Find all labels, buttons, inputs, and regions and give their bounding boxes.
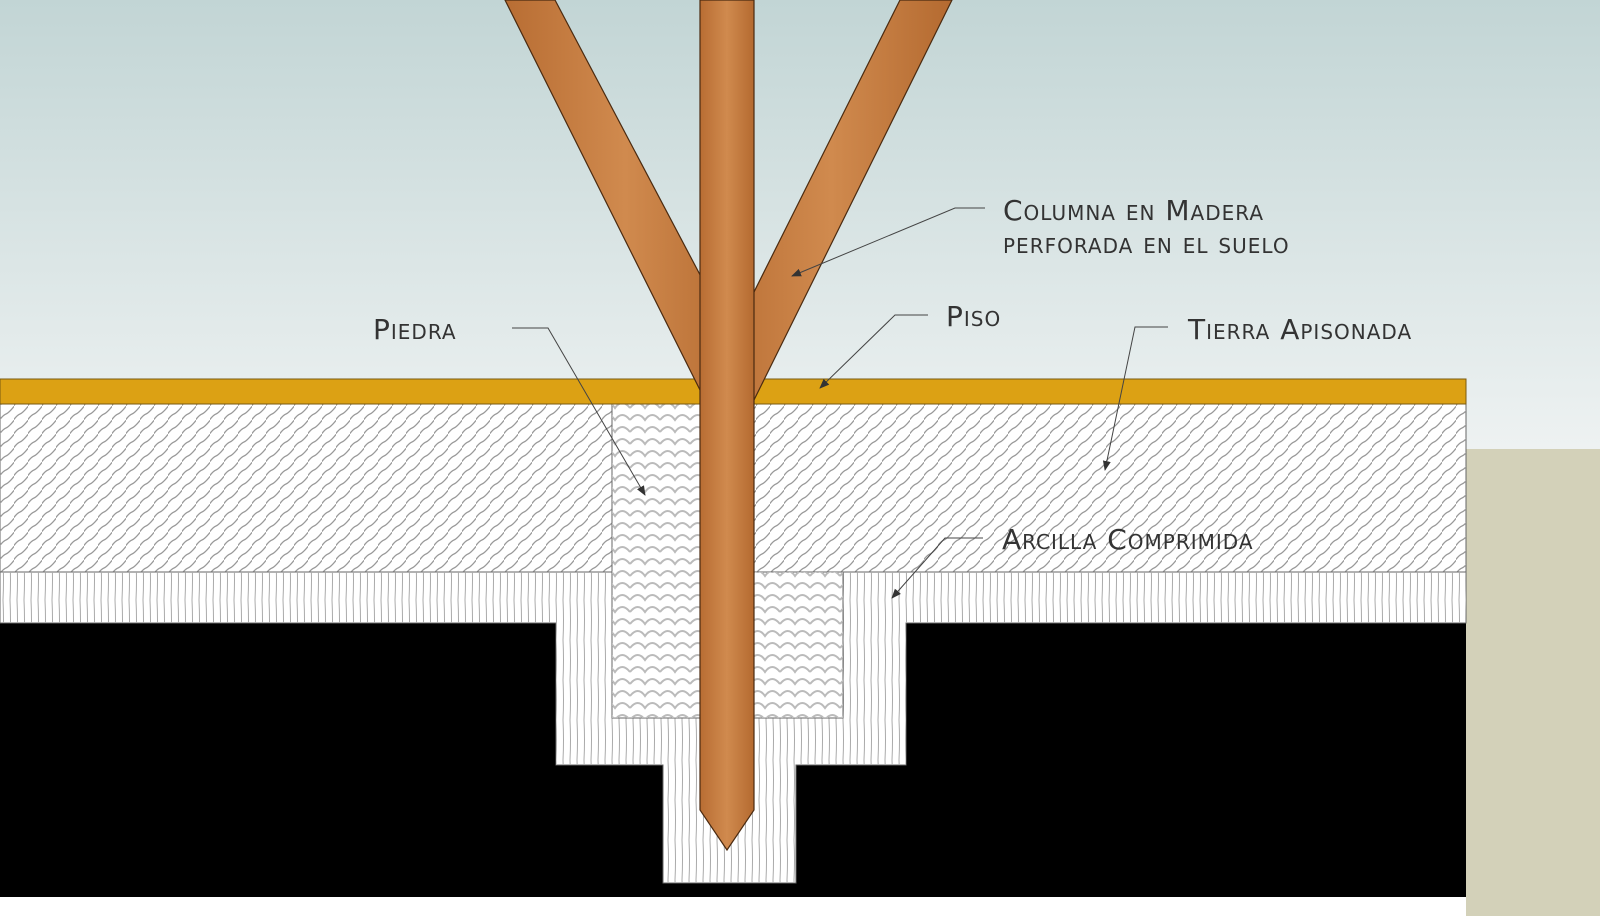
label-stone: Piedra bbox=[373, 313, 457, 346]
label-floor: Piso bbox=[946, 300, 1002, 333]
wood-column bbox=[504, 0, 953, 852]
label-column-line2: perforada en el suelo bbox=[1003, 227, 1290, 260]
label-rammed-earth: Tierra Apisonada bbox=[1188, 313, 1413, 346]
side-panel bbox=[1466, 449, 1600, 916]
label-clay: Arcilla Comprimida bbox=[1002, 523, 1254, 556]
leader-lines bbox=[512, 207, 1168, 599]
label-column-line1: Columna en Madera bbox=[1003, 194, 1265, 227]
